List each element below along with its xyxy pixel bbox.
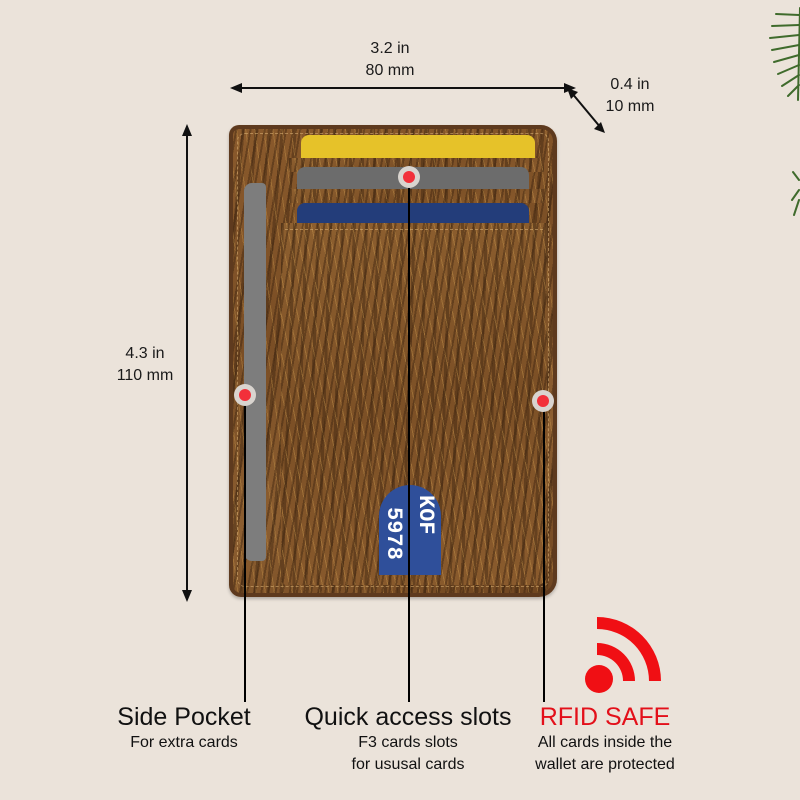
quick-slots-hotspot-icon[interactable] [398, 166, 420, 188]
quick-slots-leader-line [408, 178, 410, 702]
feature-rfid-safe: RFID SAFE All cards inside the wallet ar… [515, 702, 695, 776]
feature-title: Side Pocket [117, 703, 251, 731]
side-pocket-leader-line [244, 396, 246, 702]
pine-branch-icon [769, 7, 800, 216]
height-dimension-label: 4.3 in 110 mm [105, 343, 185, 387]
feature-description: For extra cards [130, 734, 238, 751]
feature-title: Quick access slots [304, 703, 512, 731]
side-pocket-hotspot-icon[interactable] [234, 384, 256, 406]
side-pocket-card [244, 183, 266, 561]
card-slot-2 [289, 189, 544, 203]
rfid-hotspot-icon[interactable] [532, 390, 554, 412]
width-dimension-label: 3.2 in 80 mm [340, 38, 440, 82]
feature-description: wallet are protected [535, 756, 675, 773]
width-mm: 80 mm [365, 62, 415, 79]
feature-side-pocket: Side Pocket For extra cards [84, 702, 284, 754]
width-arrow-icon [230, 83, 576, 93]
card-brand: KOF [413, 495, 438, 535]
height-arrow-icon [182, 124, 192, 602]
wallet-stitching [237, 133, 549, 587]
feature-quick-access-slots: Quick access slots F3 cards slots for us… [288, 702, 528, 776]
height-inches: 4.3 in [125, 345, 165, 362]
feature-description: All cards inside the [537, 734, 673, 751]
card-number: 5978 [381, 507, 406, 560]
height-mm: 110 mm [116, 367, 174, 384]
rfid-leader-line [543, 402, 545, 702]
width-inches: 3.2 in [370, 40, 410, 57]
depth-dimension-label: 0.4 in 10 mm [590, 74, 670, 118]
wallet-product-image: 5978 KOF [229, 125, 557, 597]
rfid-signal-icon [585, 617, 661, 693]
card-blue [297, 203, 529, 225]
thumb-cutout-card: 5978 KOF [379, 485, 441, 575]
feature-description: F3 cards slots [358, 734, 458, 751]
depth-inches: 0.4 in [610, 76, 650, 93]
depth-arrow-icon [567, 88, 605, 133]
depth-mm: 10 mm [605, 98, 655, 115]
feature-title: RFID SAFE [539, 703, 671, 731]
feature-description: for ususal cards [351, 756, 465, 773]
